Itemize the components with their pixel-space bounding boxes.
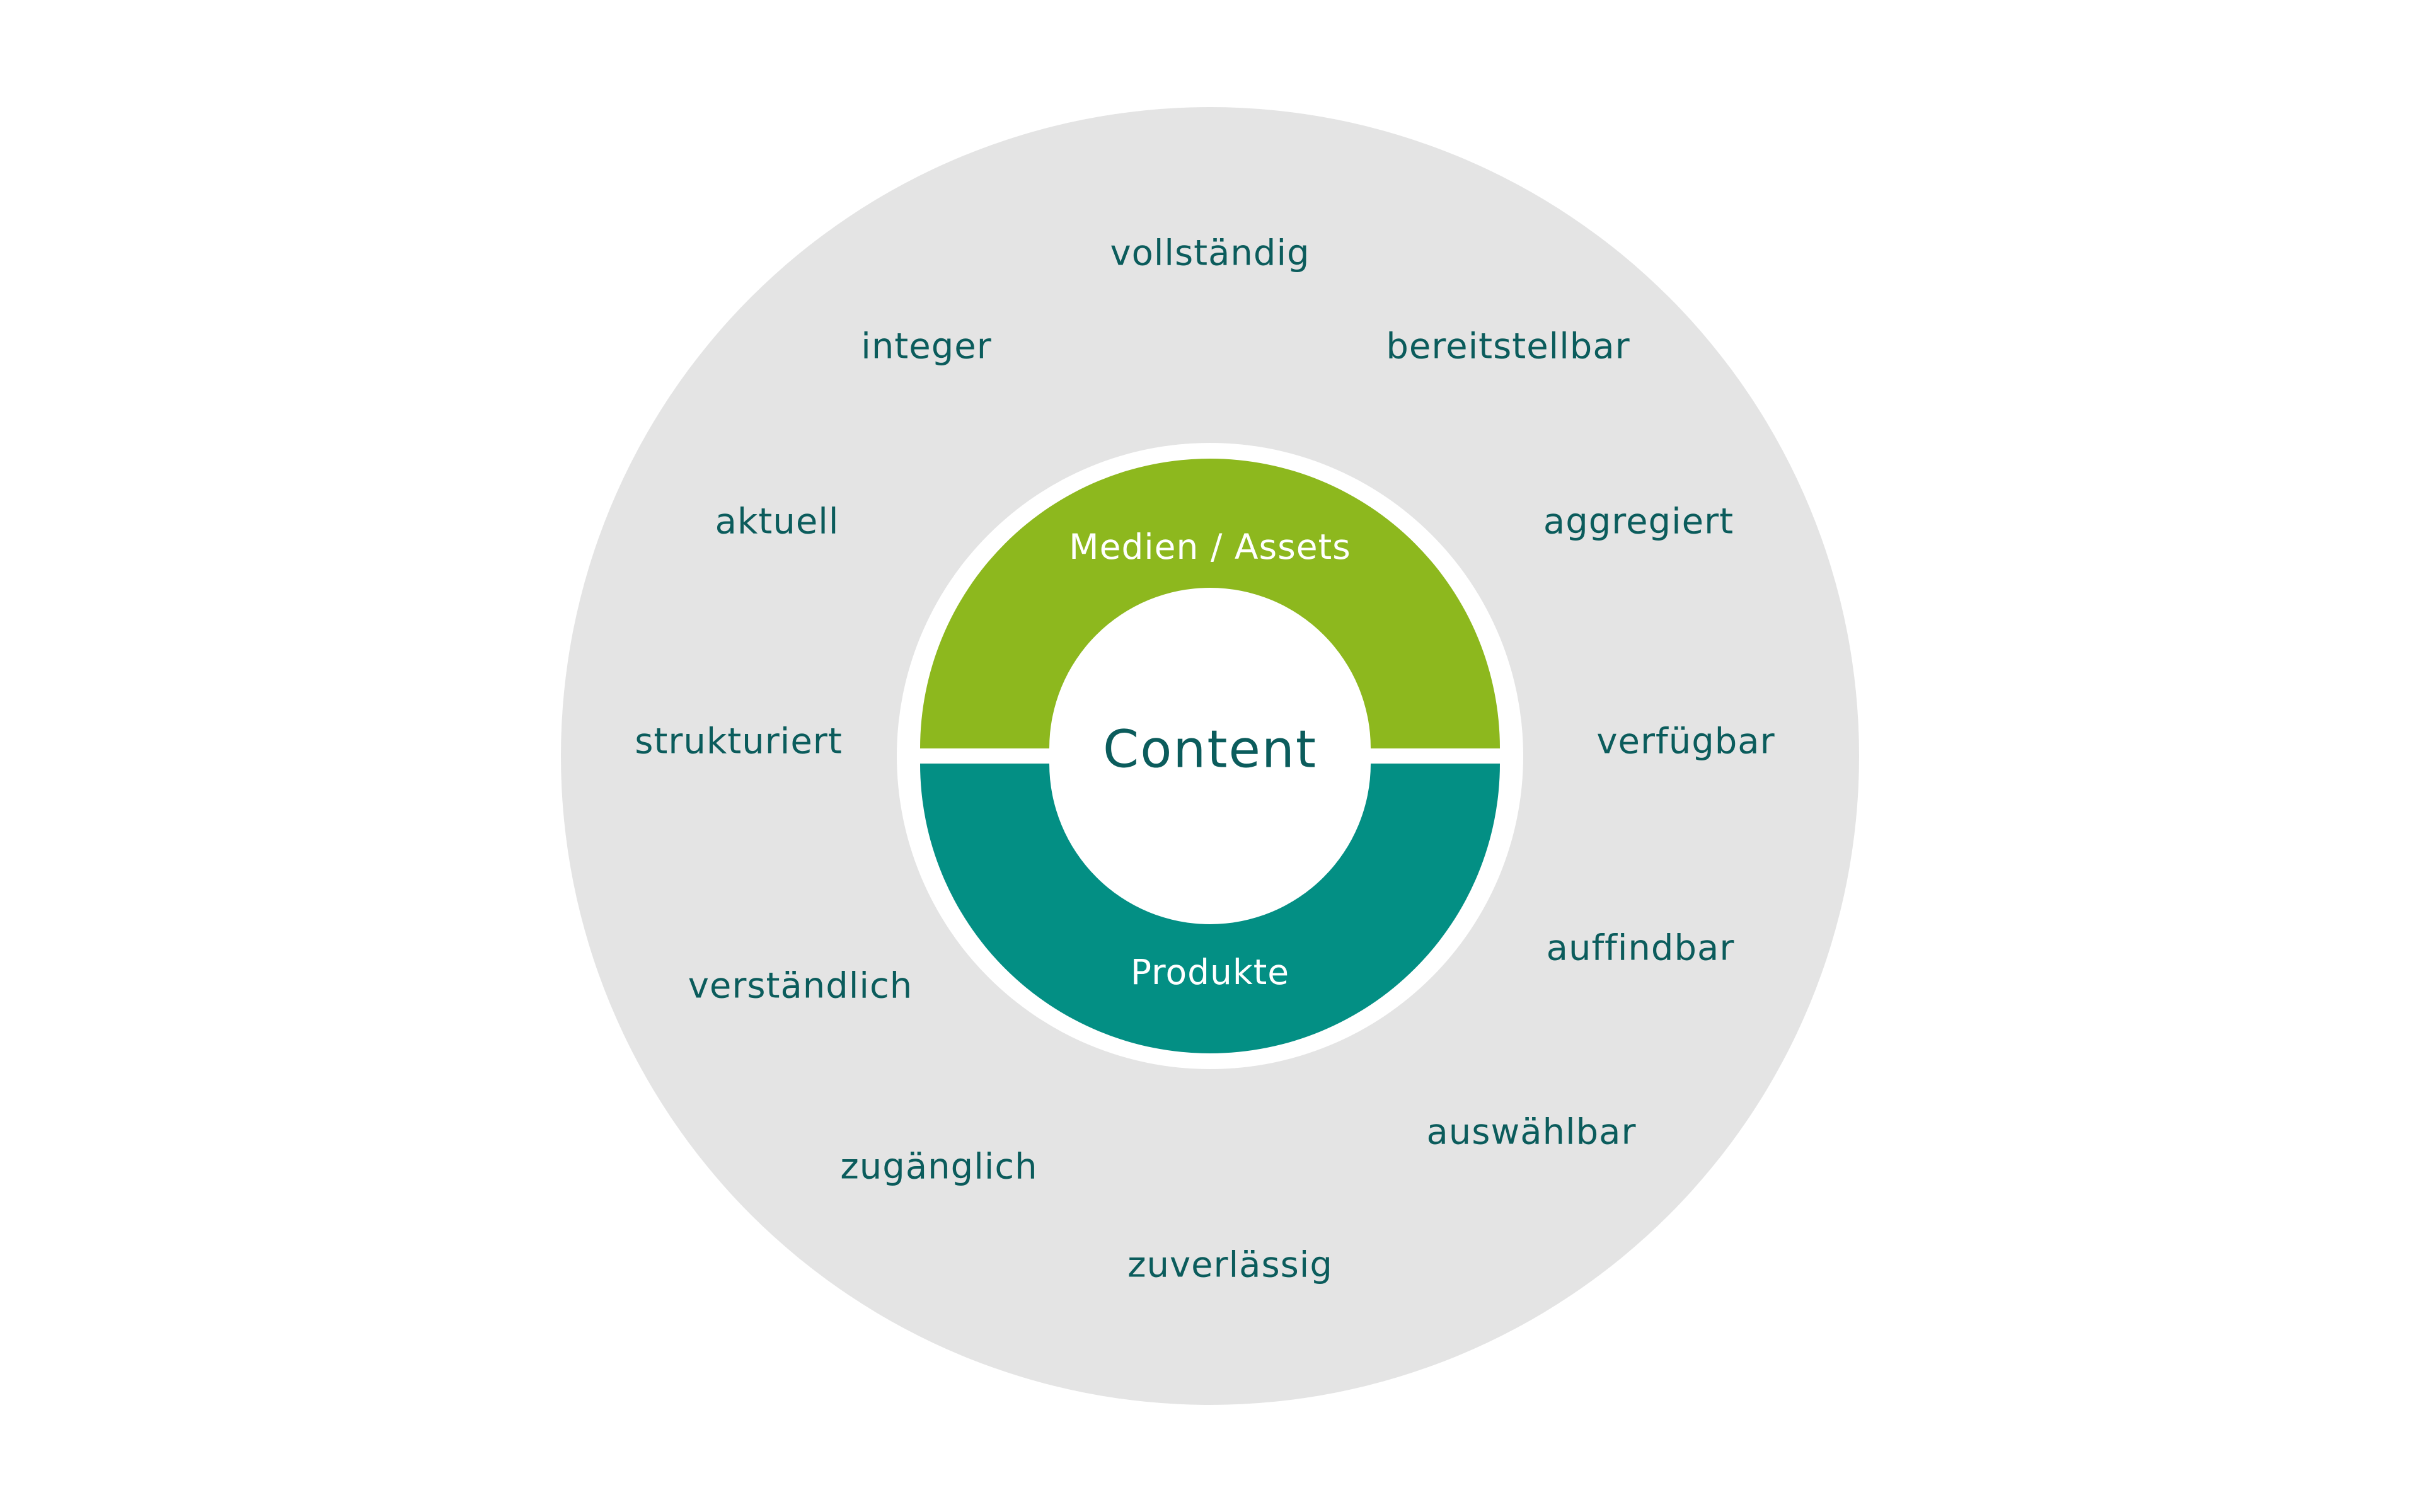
attribute-auffindbar: auffindbar [1546, 927, 1735, 969]
segment-label-media-assets: Medien / Assets [1069, 527, 1351, 567]
media-assets-segment [920, 459, 1500, 748]
attribute-zuverlaessig: zuverlässig [1127, 1244, 1333, 1286]
content-center-circle [1049, 595, 1371, 917]
attribute-zugaenglich: zugänglich [840, 1146, 1038, 1188]
center-label-content: Content [1102, 719, 1318, 780]
attribute-strukturiert: strukturiert [635, 721, 843, 762]
attribute-bereitstellbar: bereitstellbar [1386, 326, 1630, 367]
attribute-vollstaendig: vollständig [1110, 232, 1310, 274]
attribute-verfuegbar: verfügbar [1596, 721, 1775, 762]
segment-label-products: Produkte [1130, 952, 1290, 992]
attribute-aktuell: aktuell [715, 501, 839, 542]
attribute-verstaendlich: verständlich [688, 965, 913, 1007]
attribute-integer: integer [861, 326, 992, 367]
attribute-aggregiert: aggregiert [1543, 501, 1734, 542]
attribute-auswaehlbar: auswählbar [1426, 1111, 1637, 1153]
products-segment [920, 764, 1500, 1053]
